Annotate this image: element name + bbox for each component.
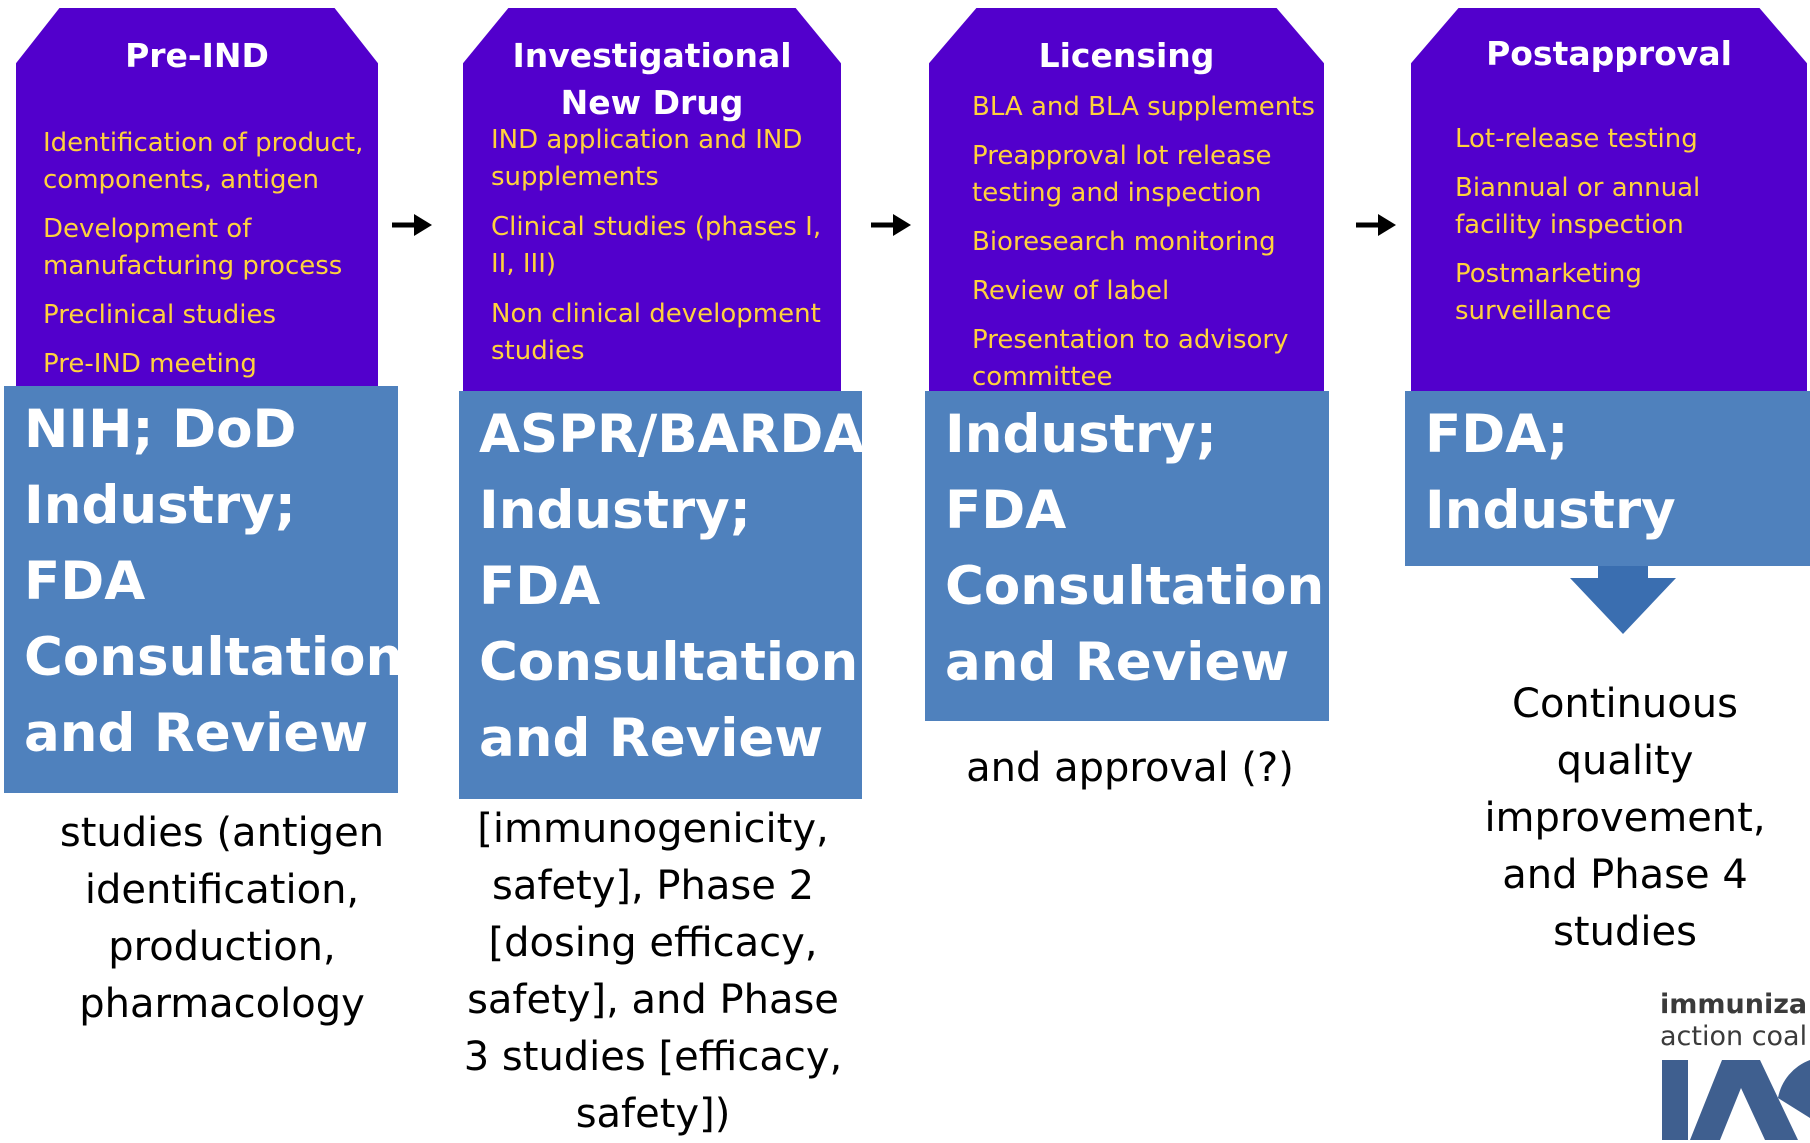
stage-item: testing and inspection — [972, 178, 1262, 208]
stage-caption: studies (antigen identification, product… — [22, 805, 422, 1033]
caption-line: safety], and Phase — [467, 977, 839, 1023]
overlay-line: Consultation — [479, 632, 859, 693]
overlay-line: ASPR/BARDA — [479, 404, 865, 465]
caption-line: improvement, — [1484, 795, 1766, 841]
stage-item: supplements — [491, 162, 659, 192]
stage-item-list: Identification of product, components, a… — [43, 125, 363, 383]
stage-title-line: Investigational — [512, 36, 792, 75]
agency-overlay: NIH; DoD Industry; FDA Consultation and … — [4, 386, 404, 793]
caption-line: studies — [1553, 909, 1697, 955]
caption-line: studies (antigen — [59, 810, 385, 856]
stage-item: Bioresearch monitoring — [972, 227, 1276, 257]
stage-title: Pre-IND — [125, 36, 269, 75]
stage-title: Postapproval — [1486, 34, 1732, 73]
overlay-line: Industry — [1425, 480, 1676, 541]
stage-item: Identification of product, — [43, 128, 364, 158]
overlay-line: and Review — [479, 708, 824, 769]
stage-item: Clinical studies (phases I, — [491, 212, 822, 242]
stage-ind: Investigational New Drug IND application… — [463, 8, 841, 403]
stage-item: Biannual or annual — [1455, 173, 1701, 203]
caption-line: safety], Phase 2 — [491, 863, 815, 909]
caption-line: identification, — [84, 867, 360, 913]
caption-line: and Phase 4 — [1502, 852, 1748, 898]
caption-line: production, — [108, 924, 336, 970]
overlay-line: and Review — [945, 632, 1290, 693]
stage-item: facility inspection — [1455, 210, 1684, 240]
stage-item: components, antigen — [43, 165, 319, 195]
overlay-line: NIH; DoD — [24, 399, 297, 460]
overlay-line: FDA — [945, 480, 1067, 541]
overlay-line: and Review — [24, 703, 369, 764]
stage-caption: [immunogenicity, safety], Phase 2 [dosin… — [450, 801, 856, 1143]
stage-caption: Continuous quality improvement, and Phas… — [1420, 676, 1810, 961]
caption-line: [dosing efficacy, — [488, 920, 818, 966]
caption-line: 3 studies [efficacy, — [463, 1034, 843, 1080]
iac-logo-icon — [1662, 1060, 1810, 1140]
caption-line: pharmacology — [79, 981, 365, 1027]
right-arrow-icon — [871, 214, 911, 236]
overlay-line: Industry; — [24, 475, 296, 536]
stage-item: Development of — [43, 214, 252, 244]
stage-item: Preclinical studies — [43, 300, 276, 330]
stage-title-line: New Drug — [560, 83, 744, 122]
overlay-line: Industry; — [479, 480, 751, 541]
logo-wordmark: immuniza — [1660, 990, 1808, 1020]
stage-item: Lot-release testing — [1455, 124, 1698, 154]
stage-item: BLA and BLA supplements — [972, 92, 1315, 122]
stage-item-list: Lot-release testing Biannual or annual f… — [1455, 121, 1700, 330]
right-arrow-icon — [392, 214, 432, 236]
overlay-line: Industry; — [945, 404, 1217, 465]
caption-line: and approval (?) — [966, 745, 1294, 791]
agency-overlay: FDA; Industry — [1405, 391, 1810, 566]
stage-postapproval: Postapproval Lot-release testing Biannua… — [1411, 8, 1807, 403]
stage-item: IND application and IND — [491, 125, 803, 155]
stage-licensing: Licensing BLA and BLA supplements Preapp… — [929, 8, 1324, 403]
agency-overlay: ASPR/BARDA Industry; FDA Consultation an… — [459, 391, 865, 799]
overlay-line: Consultation — [24, 627, 404, 688]
stage-item: Presentation to advisory — [972, 325, 1289, 355]
caption-line: quality — [1556, 738, 1694, 784]
stage-caption: and approval (?) — [930, 740, 1330, 797]
stage-item: studies — [491, 336, 585, 366]
down-arrow-icon — [1570, 566, 1676, 634]
stage-item: Review of label — [972, 276, 1170, 306]
caption-line: safety]) — [575, 1091, 731, 1137]
right-arrow-icon — [1356, 214, 1396, 236]
overlay-line: FDA — [24, 551, 146, 612]
caption-line: Continuous — [1512, 681, 1738, 727]
stage-item: Postmarketing — [1455, 259, 1642, 289]
stage-item: Non clinical development — [491, 299, 821, 329]
stage-item: committee — [972, 362, 1113, 392]
overlay-line: FDA; — [1425, 404, 1569, 465]
agency-overlay: Industry; FDA Consultation and Review — [925, 391, 1329, 721]
overlay-line: FDA — [479, 556, 601, 617]
stage-item-list: IND application and IND supplements Clin… — [491, 122, 821, 370]
stage-item: II, III) — [491, 249, 557, 279]
stage-item: Pre-IND meeting — [43, 349, 257, 379]
stage-item: Preapproval lot release — [972, 141, 1272, 171]
stage-item: surveillance — [1455, 296, 1612, 326]
stage-item-list: BLA and BLA supplements Preapproval lot … — [972, 89, 1315, 396]
overlay-line: Consultation — [945, 556, 1325, 617]
logo-tagline: action coal — [1660, 1022, 1808, 1052]
stage-title: Licensing — [1038, 36, 1215, 75]
stage-item: manufacturing process — [43, 251, 343, 281]
caption-line: [immunogenicity, — [477, 806, 829, 852]
stage-pre-ind: Pre-IND Identification of product, compo… — [16, 8, 378, 403]
